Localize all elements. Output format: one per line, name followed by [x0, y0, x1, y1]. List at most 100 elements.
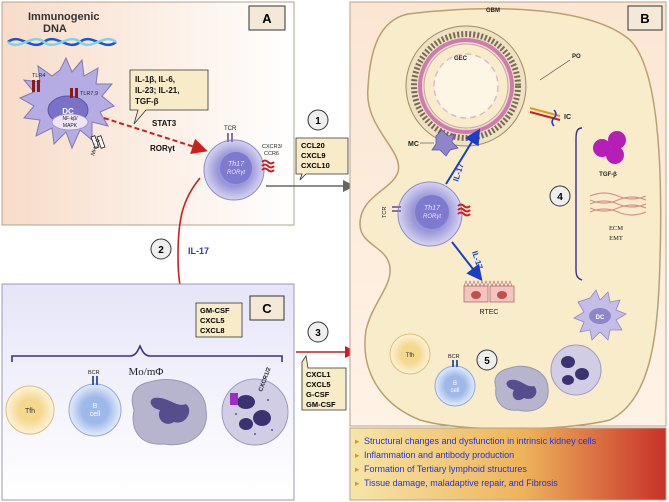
panel-c-cytokine-3: CXCL8 — [200, 326, 225, 335]
panel-a-label-box — [248, 5, 286, 31]
bcr-receptor-b — [452, 360, 454, 367]
outcome-2: Inflammation and antibody production — [364, 450, 514, 460]
step-4-badge — [549, 185, 571, 207]
dendritic-cell-b — [573, 289, 627, 341]
panel-b-label-box — [627, 5, 663, 31]
cxcr3-receptor-a — [261, 159, 275, 173]
gec-label: GEC — [454, 56, 468, 62]
th17-cell-b — [397, 181, 463, 247]
cytokine-callout — [129, 69, 209, 125]
step-2-badge — [150, 238, 172, 260]
step-1-number: 1 — [315, 116, 321, 127]
cxcr12-receptor — [230, 393, 238, 405]
step-5-number: 5 — [484, 356, 490, 367]
bcr-label-b: BCR — [448, 354, 460, 360]
cxcr3-label-1: CXCR3/ — [262, 144, 283, 150]
bcr-receptor-c — [92, 376, 94, 385]
tlr4-receptor — [32, 80, 35, 92]
outcomes-box: ▸ Structural changes and dysfunction in … — [349, 427, 667, 501]
tfh-cell-b — [389, 333, 431, 375]
bcell-label-c-1: B — [93, 403, 98, 410]
panel-c-bracket — [11, 344, 283, 362]
mo-label: Mo/mΦ — [129, 366, 164, 378]
glomerulus — [405, 25, 527, 147]
b-cell-c — [68, 383, 122, 437]
step-1: 1 CCL20 CXCL9 CXCL10 — [266, 109, 355, 192]
step-1-chemokine-1: CCL20 — [301, 141, 325, 150]
tgf-beta-label: TGF-β — [599, 172, 617, 178]
step-2-il17: IL-17 — [188, 246, 209, 256]
tfh-label-b: Tfh — [406, 353, 415, 359]
nfkb-label-1: NF-kβ/ — [62, 116, 78, 122]
monocyte-cell — [131, 379, 207, 446]
gbm-label: GBM — [486, 8, 500, 14]
cxcr3-label-2: CCR6 — [264, 151, 279, 157]
dc-label: DC — [62, 107, 74, 116]
step-1-chemokine-3: CXCL10 — [301, 161, 330, 170]
bcell-label-b-2: cell — [450, 388, 459, 394]
step-5-badge — [476, 349, 498, 371]
tfh-label-c: Tfh — [25, 408, 35, 415]
mhc2-label: MHC II — [90, 138, 102, 157]
mc-label: MC — [408, 141, 419, 148]
tlr4-label: TLR4 — [32, 73, 45, 79]
th17-label-b-1: Th17 — [424, 205, 441, 212]
tcr-label-a: TCR — [224, 126, 237, 132]
panel-c-cytokine-2: CXCL5 — [200, 316, 225, 325]
cytokines-line-3: TGF-β — [135, 97, 159, 106]
step-3-chemokine-4: GM-CSF — [306, 400, 336, 409]
immune-complex-icon — [529, 107, 561, 127]
th17-label-b-2: RORγt — [423, 214, 441, 220]
panel-c-label-box — [249, 295, 285, 321]
outcome-1: Structural changes and dysfunction in in… — [364, 436, 597, 446]
step-4-number: 4 — [557, 192, 563, 203]
ecm-label: ECM — [609, 225, 623, 232]
cytokines-line-1: IL-1β, IL-6, — [135, 75, 175, 84]
emt-label: EMT — [609, 235, 623, 242]
mhc2-receptor — [90, 135, 106, 149]
step-3-number: 3 — [315, 328, 321, 339]
fibrosis-icon — [589, 192, 647, 216]
cytokines-line-2: IL-23; IL-21, — [135, 86, 179, 95]
il17-up-arrow — [445, 128, 481, 185]
tlr79-receptor — [70, 88, 73, 98]
th17-cell-a — [203, 139, 265, 201]
panel-c-cytokine-1: GM-CSF — [200, 306, 230, 315]
step-3-chemokine-2: CXCL5 — [306, 380, 331, 389]
outcome-bullet-1: ▸ — [355, 436, 360, 446]
outcome-bullet-4: ▸ — [355, 478, 360, 488]
tcr-label-b: TCR — [382, 207, 388, 218]
tgf-beta-icon — [593, 131, 626, 164]
step-3-callout — [301, 354, 347, 411]
roryt-label: RORγt — [150, 144, 175, 153]
outcome-bullet-3: ▸ — [355, 464, 360, 474]
th17-label-a-1: Th17 — [228, 161, 245, 168]
po-label: PO — [572, 54, 581, 60]
monocyte-cell-b — [494, 365, 549, 412]
dna-helix-icon — [7, 37, 117, 47]
step-3-chemokine-3: G-CSF — [306, 390, 330, 399]
outcome-4: Tissue damage, maladaptive repair, and F… — [364, 478, 558, 488]
neutrophil-cell-b — [550, 344, 602, 396]
bcell-label-c-2: cell — [90, 411, 101, 418]
mesangial-cell — [431, 129, 459, 157]
rtec-cells — [463, 280, 515, 303]
step-2-number: 2 — [158, 245, 164, 256]
step-3: 3 CXCL1 CXCL5 G-CSF GM-CSF — [296, 321, 357, 411]
step-1-chemokine-2: CXCL9 — [301, 151, 326, 160]
immunogenic-label: Immunogenic — [28, 11, 100, 23]
dc-to-th17-arrow — [103, 117, 208, 154]
bcell-label-b-1: B — [453, 381, 457, 387]
ic-label: IC — [564, 114, 571, 121]
panel-c-cytokine-box — [195, 302, 243, 338]
th17-label-a-2: RORγt — [227, 170, 245, 176]
b-cell-b — [434, 365, 476, 407]
rtec-label: RTEC — [480, 309, 499, 316]
step-1-badge — [307, 109, 329, 131]
panel-c-label: C — [262, 301, 272, 316]
neutrophil-cell — [221, 378, 289, 446]
step-1-callout — [295, 137, 349, 181]
stat3-label: STAT3 — [152, 119, 177, 128]
step-3-chemokine-1: CXCL1 — [306, 370, 331, 379]
